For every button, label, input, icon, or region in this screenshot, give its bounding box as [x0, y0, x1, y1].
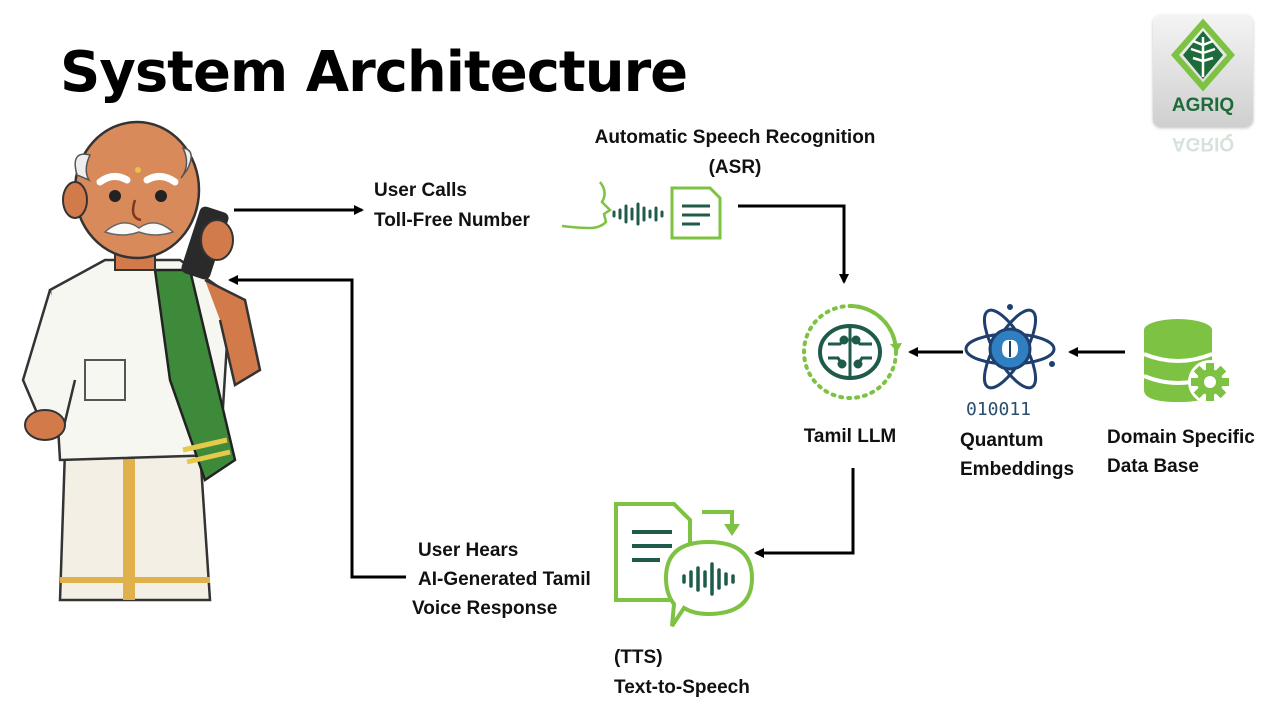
tts-abbr-label: (TTS) — [614, 647, 663, 668]
arrow-return-to-user — [228, 275, 406, 579]
arrow-llm-to-tts — [754, 468, 855, 558]
farmer-on-phone-illustration — [21, 120, 262, 602]
quantum-atom-icon — [964, 304, 1056, 390]
user-hears-label: User Hears — [418, 540, 519, 561]
logo-text: AGRIQ — [1171, 95, 1235, 116]
user-calls-label: User Calls — [374, 180, 467, 201]
page-title: System Architecture — [60, 40, 688, 105]
db-label-line2: Data Base — [1107, 456, 1199, 477]
arrow-asr-to-llm — [738, 204, 849, 284]
text-to-speech-icon — [614, 502, 755, 628]
quantum-label-line2: Embeddings — [960, 459, 1075, 480]
speech-recognition-icon — [561, 181, 722, 240]
asr-title: Automatic Speech Recognition — [594, 127, 876, 148]
leaf-icon — [1171, 18, 1235, 92]
voice-response-label: Voice Response — [412, 598, 558, 619]
db-label-line1: Domain Specific — [1107, 427, 1255, 448]
agriq-logo: AGRIQ — [1153, 15, 1253, 127]
asr-abbr: (ASR) — [708, 157, 762, 178]
tts-full-label: Text-to-Speech — [614, 677, 750, 698]
database-gear-icon — [1143, 319, 1232, 404]
ai-brain-icon — [802, 303, 902, 400]
binary-code-text: 010011 — [966, 399, 1032, 420]
ai-generated-label: AI-Generated Tamil — [418, 569, 591, 590]
toll-free-label: Toll-Free Number — [374, 210, 530, 231]
tamil-llm-label: Tamil LLM — [803, 426, 897, 447]
quantum-label-line1: Quantum — [960, 430, 1044, 451]
